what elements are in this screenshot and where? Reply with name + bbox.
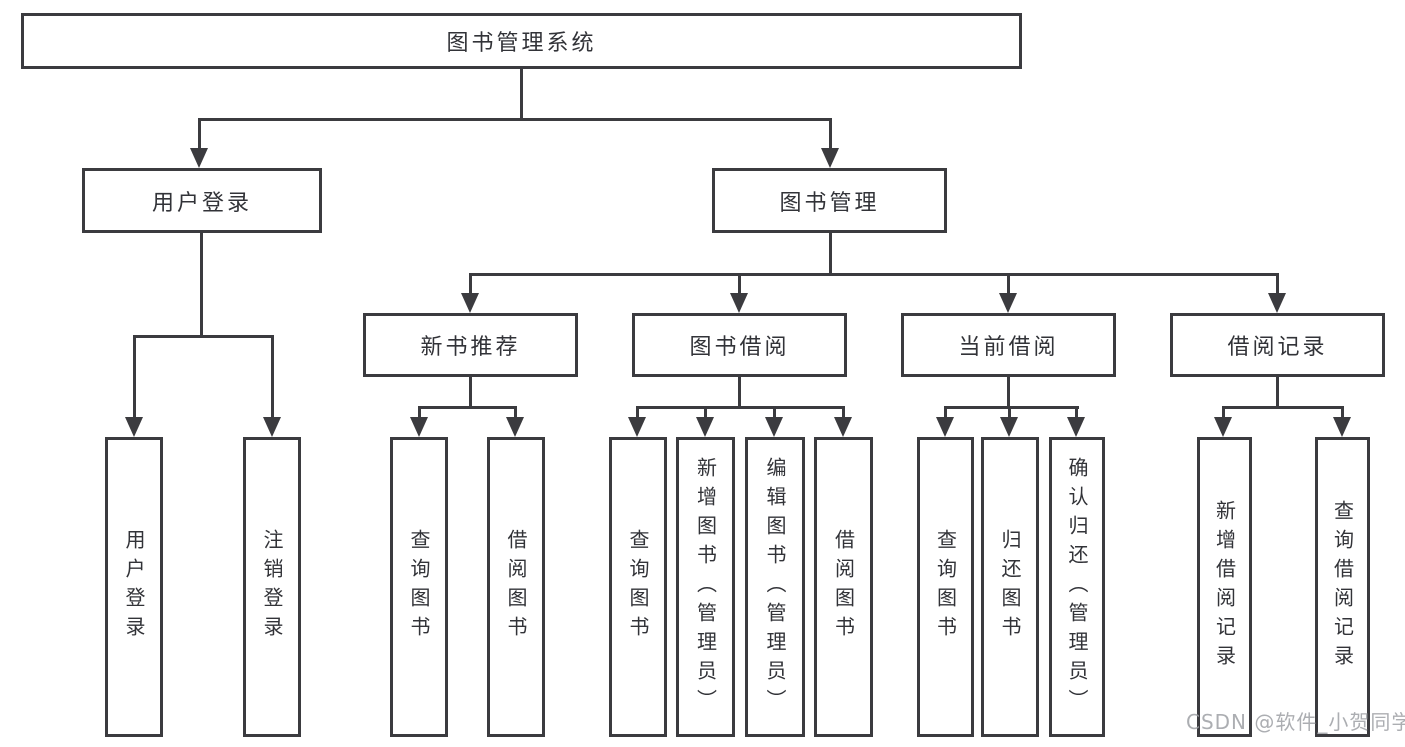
leaf-add-borrow-record: 新增借阅记录 [1197, 437, 1252, 737]
leaf-return-book: 归还图书 [981, 437, 1039, 737]
arrowhead-recommend-query [410, 417, 428, 437]
arrowhead-leaf-logout [263, 417, 281, 437]
node-borrow-record: 借阅记录 [1170, 313, 1385, 377]
connector-stub-bb-edit [773, 406, 776, 419]
arrowhead-current-borrow [999, 293, 1017, 313]
leaf-borrow-book: 借阅图书 [814, 437, 873, 737]
connector-stub-current-borrow [1007, 273, 1010, 295]
connector-stub-leaf-user-login [133, 335, 136, 418]
connector-stub-book-management [829, 118, 832, 149]
arrowhead-bb-borrow [834, 417, 852, 437]
leaf-add-book-admin: 新增图书（管理员） [676, 437, 735, 737]
connector-stub-new-book-recommend [469, 273, 472, 295]
connector-root-split [198, 118, 832, 121]
connector-stub-recommend-borrow [514, 406, 517, 419]
leaf-query-borrow-record: 查询借阅记录 [1315, 437, 1370, 737]
connector-stub-leaf-logout [271, 335, 274, 418]
arrowhead-cb-query [936, 417, 954, 437]
node-user-login: 用户登录 [82, 168, 322, 233]
leaf-recommend-query-book: 查询图书 [390, 437, 448, 737]
arrowhead-bb-add [696, 417, 714, 437]
connector-book-management-drop [829, 233, 832, 273]
arrowhead-book-borrow [730, 293, 748, 313]
connector-stub-cb-return [1008, 406, 1011, 419]
connector-stub-cb-confirm [1075, 406, 1078, 419]
connector-stub-book-borrow [738, 273, 741, 295]
connector-borrow-record-split [1222, 406, 1344, 409]
connector-stub-cb-query [944, 406, 947, 419]
arrowhead-br-add [1214, 417, 1232, 437]
connector-stub-bb-borrow [842, 406, 845, 419]
leaf-current-query-book: 查询图书 [917, 437, 974, 737]
connector-book-borrow-split [636, 406, 845, 409]
connector-book-management-split [469, 273, 1278, 276]
arrowhead-bb-query [628, 417, 646, 437]
leaf-borrow-query-book: 查询图书 [609, 437, 667, 737]
node-root: 图书管理系统 [21, 13, 1022, 69]
leaf-confirm-return-admin: 确认归还（管理员） [1049, 437, 1105, 737]
connector-recommend-split [418, 406, 517, 409]
arrowhead-book-management [821, 148, 839, 168]
leaf-logout: 注销登录 [243, 437, 301, 737]
watermark-text: CSDN @软件_小贺同学 [1186, 710, 1405, 734]
node-current-borrow: 当前借阅 [901, 313, 1116, 377]
leaf-recommend-borrow-book: 借阅图书 [487, 437, 545, 737]
arrowhead-br-query [1333, 417, 1351, 437]
connector-stub-borrow-record [1276, 273, 1279, 295]
node-new-book-recommend: 新书推荐 [363, 313, 578, 377]
connector-root-drop [520, 69, 523, 118]
arrowhead-cb-return [1000, 417, 1018, 437]
connector-stub-bb-query [636, 406, 639, 419]
connector-user-login-split [133, 335, 274, 338]
arrowhead-leaf-user-login [125, 417, 143, 437]
leaf-edit-book-admin: 编辑图书（管理员） [745, 437, 805, 737]
node-book-borrow: 图书借阅 [632, 313, 847, 377]
arrowhead-recommend-borrow [506, 417, 524, 437]
connector-stub-br-query [1341, 406, 1344, 419]
connector-user-login-drop [200, 233, 203, 335]
arrowhead-new-book-recommend [461, 293, 479, 313]
connector-current-borrow-drop [1007, 377, 1010, 406]
connector-current-borrow-split [944, 406, 1079, 409]
node-book-management: 图书管理 [712, 168, 947, 233]
arrowhead-cb-confirm [1067, 417, 1085, 437]
connector-stub-br-add [1222, 406, 1225, 419]
connector-borrow-record-drop [1276, 377, 1279, 406]
arrowhead-borrow-record [1268, 293, 1286, 313]
connector-stub-recommend-query [418, 406, 421, 419]
connector-recommend-drop [469, 377, 472, 406]
connector-stub-user-login [198, 118, 201, 149]
connector-stub-bb-add [704, 406, 707, 419]
arrowhead-user-login [190, 148, 208, 168]
connector-book-borrow-drop [738, 377, 741, 406]
leaf-user-login: 用户登录 [105, 437, 163, 737]
arrowhead-bb-edit [765, 417, 783, 437]
